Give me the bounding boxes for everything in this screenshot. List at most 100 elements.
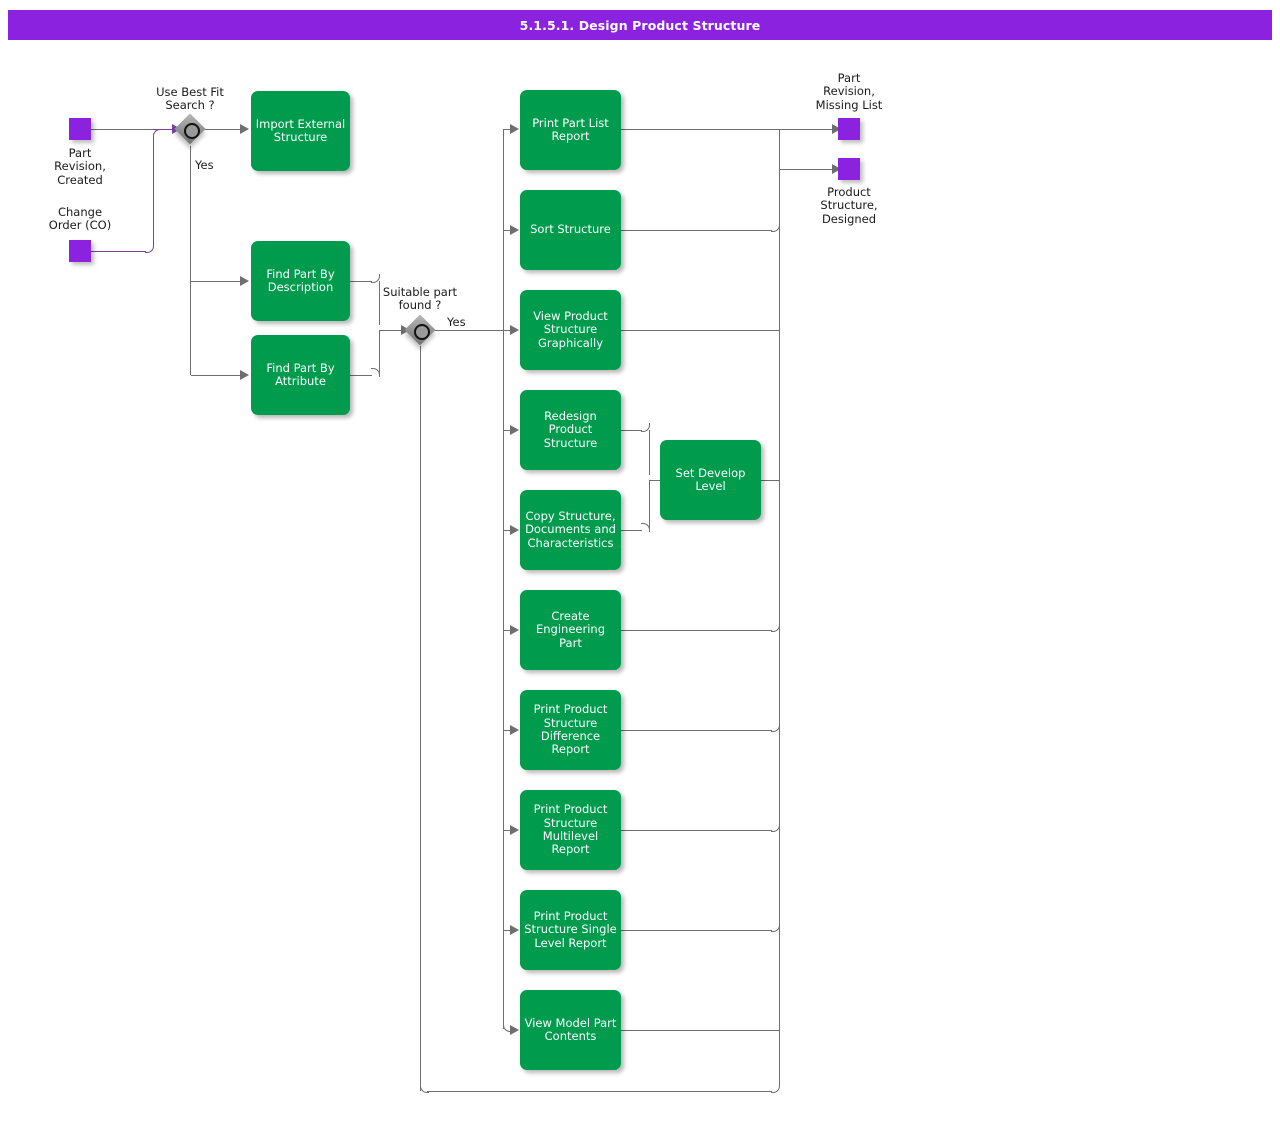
process-sort-structure[interactable]: Sort Structure bbox=[520, 190, 621, 270]
process-label: View Product Structure Graphically bbox=[533, 308, 608, 350]
conn-findbyattr-right bbox=[350, 375, 372, 376]
page-title: 5.1.5.1. Design Product Structure bbox=[519, 17, 761, 33]
decision-circle-icon bbox=[414, 324, 430, 340]
conn-right-bus-c bbox=[779, 430, 780, 632]
conn-bus-to-print-single bbox=[503, 930, 513, 931]
terminator-product-structure-designed[interactable] bbox=[838, 158, 860, 180]
conn-print-single-out bbox=[621, 930, 772, 931]
conn-decision2-yes bbox=[435, 330, 505, 331]
conn-print-multilevel-out bbox=[621, 830, 772, 831]
conn-to-find-by-attribute bbox=[191, 375, 241, 376]
decision-circle-icon bbox=[184, 123, 200, 139]
terminator-part-revision-created-label: Part Revision, Created bbox=[54, 146, 106, 187]
conn-view-model-out bbox=[621, 1030, 779, 1031]
terminator-part-revision-created[interactable] bbox=[69, 118, 91, 140]
decision-use-best-fit-search-label: Use Best Fit Search ? bbox=[156, 85, 224, 113]
conn-changeorder-up bbox=[153, 136, 154, 246]
page-title-bar: 5.1.5.1. Design Product Structure bbox=[8, 10, 1272, 40]
elbow-changeorder-2 bbox=[153, 129, 162, 138]
conn-sort-structure-out bbox=[621, 230, 772, 231]
decision-suitable-part-found-branch: Yes bbox=[447, 315, 466, 329]
conn-right-bus-d bbox=[779, 630, 780, 1032]
conn-bottom-loop bbox=[427, 1091, 772, 1092]
conn-copy-structure-out bbox=[621, 530, 642, 531]
conn-bus-to-sort-structure bbox=[503, 230, 513, 231]
arrow-into-view-model bbox=[510, 1025, 519, 1035]
arrow-into-productstructure-designed bbox=[832, 164, 841, 174]
conn-to-find-by-description bbox=[191, 281, 241, 282]
process-set-develop-level[interactable]: Set Develop Level bbox=[660, 440, 761, 520]
process-redesign-product-structure[interactable]: Redesign Product Structure bbox=[520, 390, 621, 470]
conn-distribution-bus bbox=[503, 129, 504, 1029]
elbow-redesign-out bbox=[641, 423, 650, 432]
conn-bus-to-copy-structure bbox=[503, 530, 513, 531]
process-print-product-structure-difference-report[interactable]: Print Product Structure Difference Repor… bbox=[520, 690, 621, 770]
process-label: View Model Part Contents bbox=[524, 1015, 617, 1043]
decision-use-best-fit-search[interactable] bbox=[174, 113, 206, 145]
conn-view-graphically-out bbox=[621, 330, 779, 331]
conn-bus-to-print-multilevel bbox=[503, 830, 513, 831]
process-label: Create Engineering Part bbox=[536, 608, 605, 650]
conn-decision1-to-import bbox=[205, 129, 242, 130]
conn-print-part-list-out bbox=[621, 129, 779, 130]
process-create-engineering-part[interactable]: Create Engineering Part bbox=[520, 590, 621, 670]
process-label: Redesign Product Structure bbox=[543, 408, 598, 450]
decision-suitable-part-found[interactable] bbox=[404, 314, 436, 346]
conn-merge-to-decision2 bbox=[379, 330, 405, 331]
process-print-product-structure-single-level-report[interactable]: Print Product Structure Single Level Rep… bbox=[520, 890, 621, 970]
elbow-findbydesc bbox=[371, 274, 380, 283]
decision-suitable-part-found-label: Suitable part found ? bbox=[382, 285, 458, 313]
process-label: Find Part By Description bbox=[266, 266, 335, 294]
conn-right-bus-b bbox=[779, 169, 780, 431]
conn-bus-to-print-diff bbox=[503, 730, 513, 731]
process-view-product-structure-graphically[interactable]: View Product Structure Graphically bbox=[520, 290, 621, 370]
conn-to-partrev-missing bbox=[779, 129, 838, 130]
conn-bus-to-view-graphically bbox=[503, 330, 513, 331]
conn-copy-up-to-setlevel bbox=[649, 480, 650, 530]
decision-use-best-fit-search-branch: Yes bbox=[195, 158, 214, 172]
arrow-into-print-single bbox=[510, 925, 519, 935]
arrow-into-partrev-missing bbox=[832, 124, 841, 134]
terminator-change-order-co-label: Change Order (CO) bbox=[48, 205, 112, 233]
elbow-bottom-right bbox=[771, 1084, 780, 1093]
conn-bus-to-create-eng-part bbox=[503, 630, 513, 631]
arrow-into-sort-structure bbox=[510, 225, 519, 235]
process-print-part-list-report[interactable]: Print Part List Report bbox=[520, 90, 621, 170]
process-label: Print Product Structure Difference Repor… bbox=[533, 702, 608, 757]
arrow-into-copy-structure bbox=[510, 525, 519, 535]
process-label: Print Product Structure Single Level Rep… bbox=[524, 908, 617, 950]
conn-to-productstructure-designed bbox=[779, 169, 838, 170]
process-view-model-part-contents[interactable]: View Model Part Contents bbox=[520, 990, 621, 1070]
elbow-bus-to-view-model bbox=[503, 1023, 513, 1032]
conn-bus-to-print-part-list bbox=[503, 129, 513, 130]
process-label: Set Develop Level bbox=[675, 465, 746, 493]
conn-purple-into-decision1 bbox=[153, 129, 181, 130]
terminator-part-revision-missing-list-label: Part Revision, Missing List bbox=[815, 71, 883, 112]
process-label: Print Part List Report bbox=[532, 115, 609, 143]
conn-bottom-right-up bbox=[779, 1024, 780, 1085]
arrow-into-view-graphically bbox=[510, 325, 519, 335]
process-find-part-by-attribute[interactable]: Find Part By Attribute bbox=[251, 335, 350, 415]
conn-redesign-down-to-setlevel bbox=[649, 430, 650, 475]
process-copy-structure-documents-and-characteristics[interactable]: Copy Structure, Documents and Characteri… bbox=[520, 490, 621, 570]
arrow-into-print-diff bbox=[510, 725, 519, 735]
arrow-into-print-multilevel bbox=[510, 825, 519, 835]
arrow-into-create-eng-part bbox=[510, 625, 519, 635]
process-find-part-by-description[interactable]: Find Part By Description bbox=[251, 241, 350, 321]
process-label: Print Product Structure Multilevel Repor… bbox=[533, 802, 608, 857]
arrow-into-find-by-description bbox=[240, 276, 249, 286]
process-print-product-structure-multilevel-report[interactable]: Print Product Structure Multilevel Repor… bbox=[520, 790, 621, 870]
elbow-changeorder-1 bbox=[145, 244, 154, 253]
conn-decision2-down bbox=[420, 346, 421, 1091]
conn-changeorder-right bbox=[91, 251, 146, 252]
arrow-into-print-part-list bbox=[510, 124, 519, 134]
terminator-part-revision-missing-list[interactable] bbox=[838, 118, 860, 140]
elbow-bottom-left bbox=[420, 1084, 429, 1093]
conn-decision1-down bbox=[190, 146, 191, 281]
arrow-into-redesign bbox=[510, 425, 519, 435]
terminator-change-order-co[interactable] bbox=[69, 240, 91, 262]
conn-partrev-to-decision1 bbox=[91, 129, 153, 130]
process-import-external-structure[interactable]: Import External Structure bbox=[251, 91, 350, 171]
conn-findbydesc-down bbox=[379, 281, 380, 325]
